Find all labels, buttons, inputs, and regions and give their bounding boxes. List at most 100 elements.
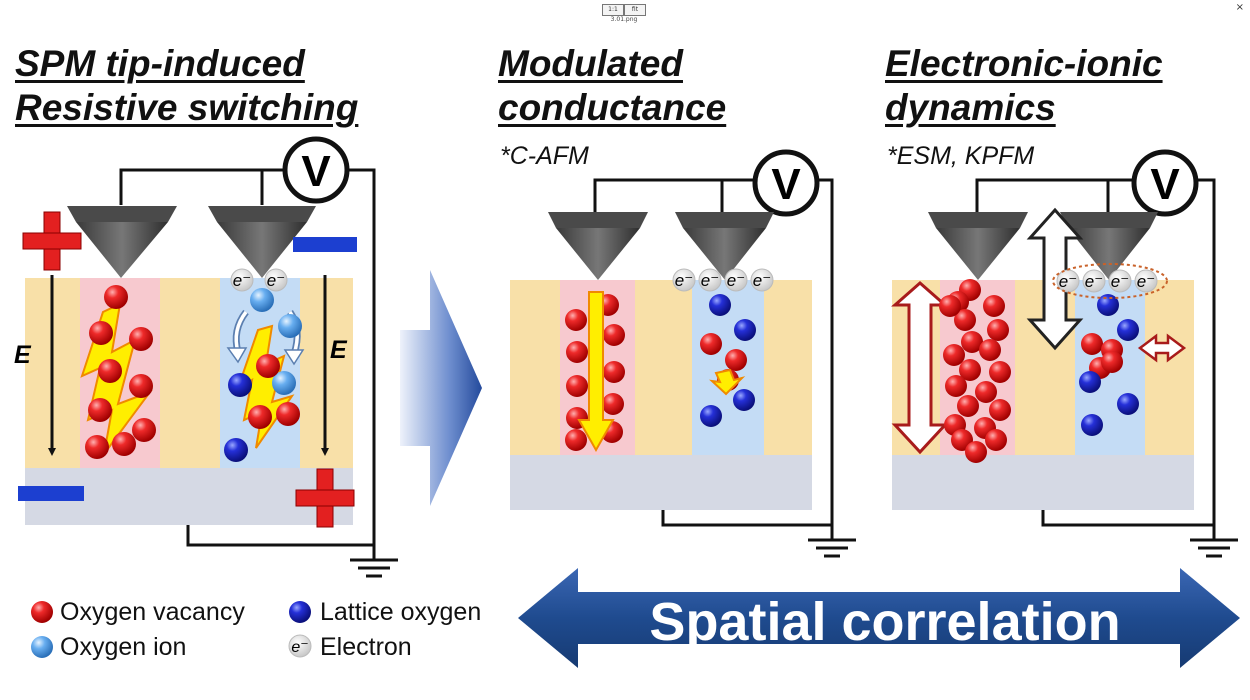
oxide-film xyxy=(25,278,353,468)
lattice-oxygen-particle xyxy=(224,438,248,462)
electron-particle: e⁻ xyxy=(1108,269,1132,293)
oxygen-vacancy-particle xyxy=(975,381,997,403)
ground-icon xyxy=(808,538,856,558)
circuit-wire xyxy=(119,168,285,205)
oxygen-vacancy-particle xyxy=(256,354,280,378)
vertical-strain-arrow-icon xyxy=(891,281,949,455)
plus-sign-top-left xyxy=(22,211,82,271)
lattice-oxygen-particle xyxy=(1117,393,1139,415)
electron-swatch: e⁻ xyxy=(288,634,312,658)
bottom-electrode xyxy=(892,455,1194,510)
svg-text:e⁻: e⁻ xyxy=(233,271,251,290)
oxygen-vacancy-particle xyxy=(248,405,272,429)
oxygen-vacancy-particle xyxy=(85,435,109,459)
bottom-electrode xyxy=(510,455,812,510)
particle-group-panel-3 xyxy=(939,279,1139,463)
oxygen-vacancy-particle xyxy=(985,429,1007,451)
lattice-oxygen-particle xyxy=(709,294,731,316)
legend-oxygen-ion: Oxygen ion xyxy=(60,633,187,661)
panel-3-title-line-2: dynamics xyxy=(885,87,1056,128)
lattice-oxygen-particle xyxy=(1117,319,1139,341)
oxygen-vacancy-particle xyxy=(983,295,1005,317)
oxygen-ion-particle xyxy=(272,371,296,395)
current-arrow-icon xyxy=(577,291,615,453)
electron-particle: e⁻ xyxy=(750,268,774,292)
lateral-arrow-icon xyxy=(1137,333,1187,363)
spm-tip-right xyxy=(1060,212,1158,280)
svg-text:e⁻: e⁻ xyxy=(727,271,745,290)
lattice-oxygen-particle xyxy=(733,389,755,411)
panel-1-title-line-1: SPM tip-induced xyxy=(15,43,305,84)
svg-text:e⁻: e⁻ xyxy=(701,271,719,290)
oxygen-vacancy-particle xyxy=(565,429,587,451)
oxygen-vacancy-particle xyxy=(725,349,747,371)
svg-text:e⁻: e⁻ xyxy=(675,271,693,290)
actual-size-button[interactable]: 1:1 xyxy=(602,4,624,16)
oxygen-ion-particle xyxy=(250,288,274,312)
oxygen-vacancy-particle xyxy=(961,331,983,353)
oxygen-vacancy-particle xyxy=(943,344,965,366)
oxygen-vacancy-particle xyxy=(566,375,588,397)
oxygen-vacancy-particle xyxy=(700,333,722,355)
electron-row-panel-2: e⁻ e⁻ e⁻ e⁻ xyxy=(672,268,774,292)
electron-particle: e⁻ xyxy=(1134,269,1158,293)
oxygen-vacancy-particle xyxy=(276,402,300,426)
oxygen-ion-swatch xyxy=(31,636,53,658)
oxygen-vacancy-particle xyxy=(954,309,976,331)
lattice-oxygen-particle xyxy=(1097,294,1119,316)
voltmeter-icon: V xyxy=(282,136,350,204)
oxygen-vacancy-particle xyxy=(957,395,979,417)
circuit-wire xyxy=(818,178,834,540)
lattice-oxygen-particle xyxy=(228,373,252,397)
spm-tip-left xyxy=(928,212,1028,280)
panel-2-title-line-1: Modulated xyxy=(498,43,683,84)
lattice-oxygen-particle xyxy=(700,405,722,427)
ground-icon xyxy=(1190,538,1238,558)
svg-text:e⁻: e⁻ xyxy=(1085,272,1103,291)
circuit-wire xyxy=(1041,510,1214,527)
oxygen-vacancy-particle xyxy=(129,374,153,398)
oxide-film xyxy=(510,280,812,455)
oxygen-vacancy-particle xyxy=(565,309,587,331)
svg-text:e⁻: e⁻ xyxy=(1137,272,1155,291)
electron-particle: e⁻ xyxy=(672,268,696,292)
oxygen-vacancy-particle xyxy=(98,359,122,383)
electron-particle: e⁻ xyxy=(724,268,748,292)
oxygen-vacancy-particle xyxy=(959,359,981,381)
legend-oxygen-vacancy: Oxygen vacancy xyxy=(60,598,245,626)
oxygen-vacancy-particle xyxy=(603,361,625,383)
oxygen-vacancy-particle xyxy=(939,295,961,317)
spm-tip-left xyxy=(548,212,648,280)
oxygen-vacancy-particle xyxy=(104,285,128,309)
particle-group-panel-2 xyxy=(565,294,756,451)
circuit-wire xyxy=(593,178,770,212)
electron-row-panel-3: e⁻e⁻e⁻e⁻ xyxy=(1056,269,1158,293)
spm-tip-right xyxy=(675,212,774,280)
minus-sign-top-right xyxy=(293,237,357,252)
field-label-right: E xyxy=(330,336,348,364)
circuit-wire xyxy=(661,510,832,527)
ground-icon xyxy=(350,545,398,578)
field-label-left: E xyxy=(14,341,32,369)
oxygen-vacancy-swatch xyxy=(31,601,53,623)
circuit-wire xyxy=(1198,178,1216,540)
panel-3-device: V e⁻e⁻e⁻e⁻ xyxy=(891,149,1238,558)
electron-particle: e⁻ xyxy=(698,268,722,292)
close-icon[interactable]: × xyxy=(1235,2,1244,13)
voltmeter-icon: V xyxy=(1131,149,1199,217)
panel-2-device: V e⁻e⁻e⁻e⁻ xyxy=(510,149,856,558)
vertical-displacement-arrow-icon xyxy=(1026,207,1084,351)
lattice-oxygen-particle xyxy=(1081,414,1103,436)
electron-cloud-outline xyxy=(1052,263,1168,299)
lattice-oxygen-particle xyxy=(734,319,756,341)
circuit-wire xyxy=(975,178,1150,212)
minus-sign-bottom-left xyxy=(18,486,84,501)
oxygen-ion-particle xyxy=(278,314,302,338)
circuit-wire xyxy=(186,525,374,547)
oxygen-vacancy-particle xyxy=(979,339,1001,361)
svg-text:e⁻: e⁻ xyxy=(267,271,285,290)
fit-button[interactable]: fit xyxy=(624,4,646,16)
svg-text:e⁻: e⁻ xyxy=(753,271,771,290)
file-name: 3.01.png xyxy=(610,16,638,23)
